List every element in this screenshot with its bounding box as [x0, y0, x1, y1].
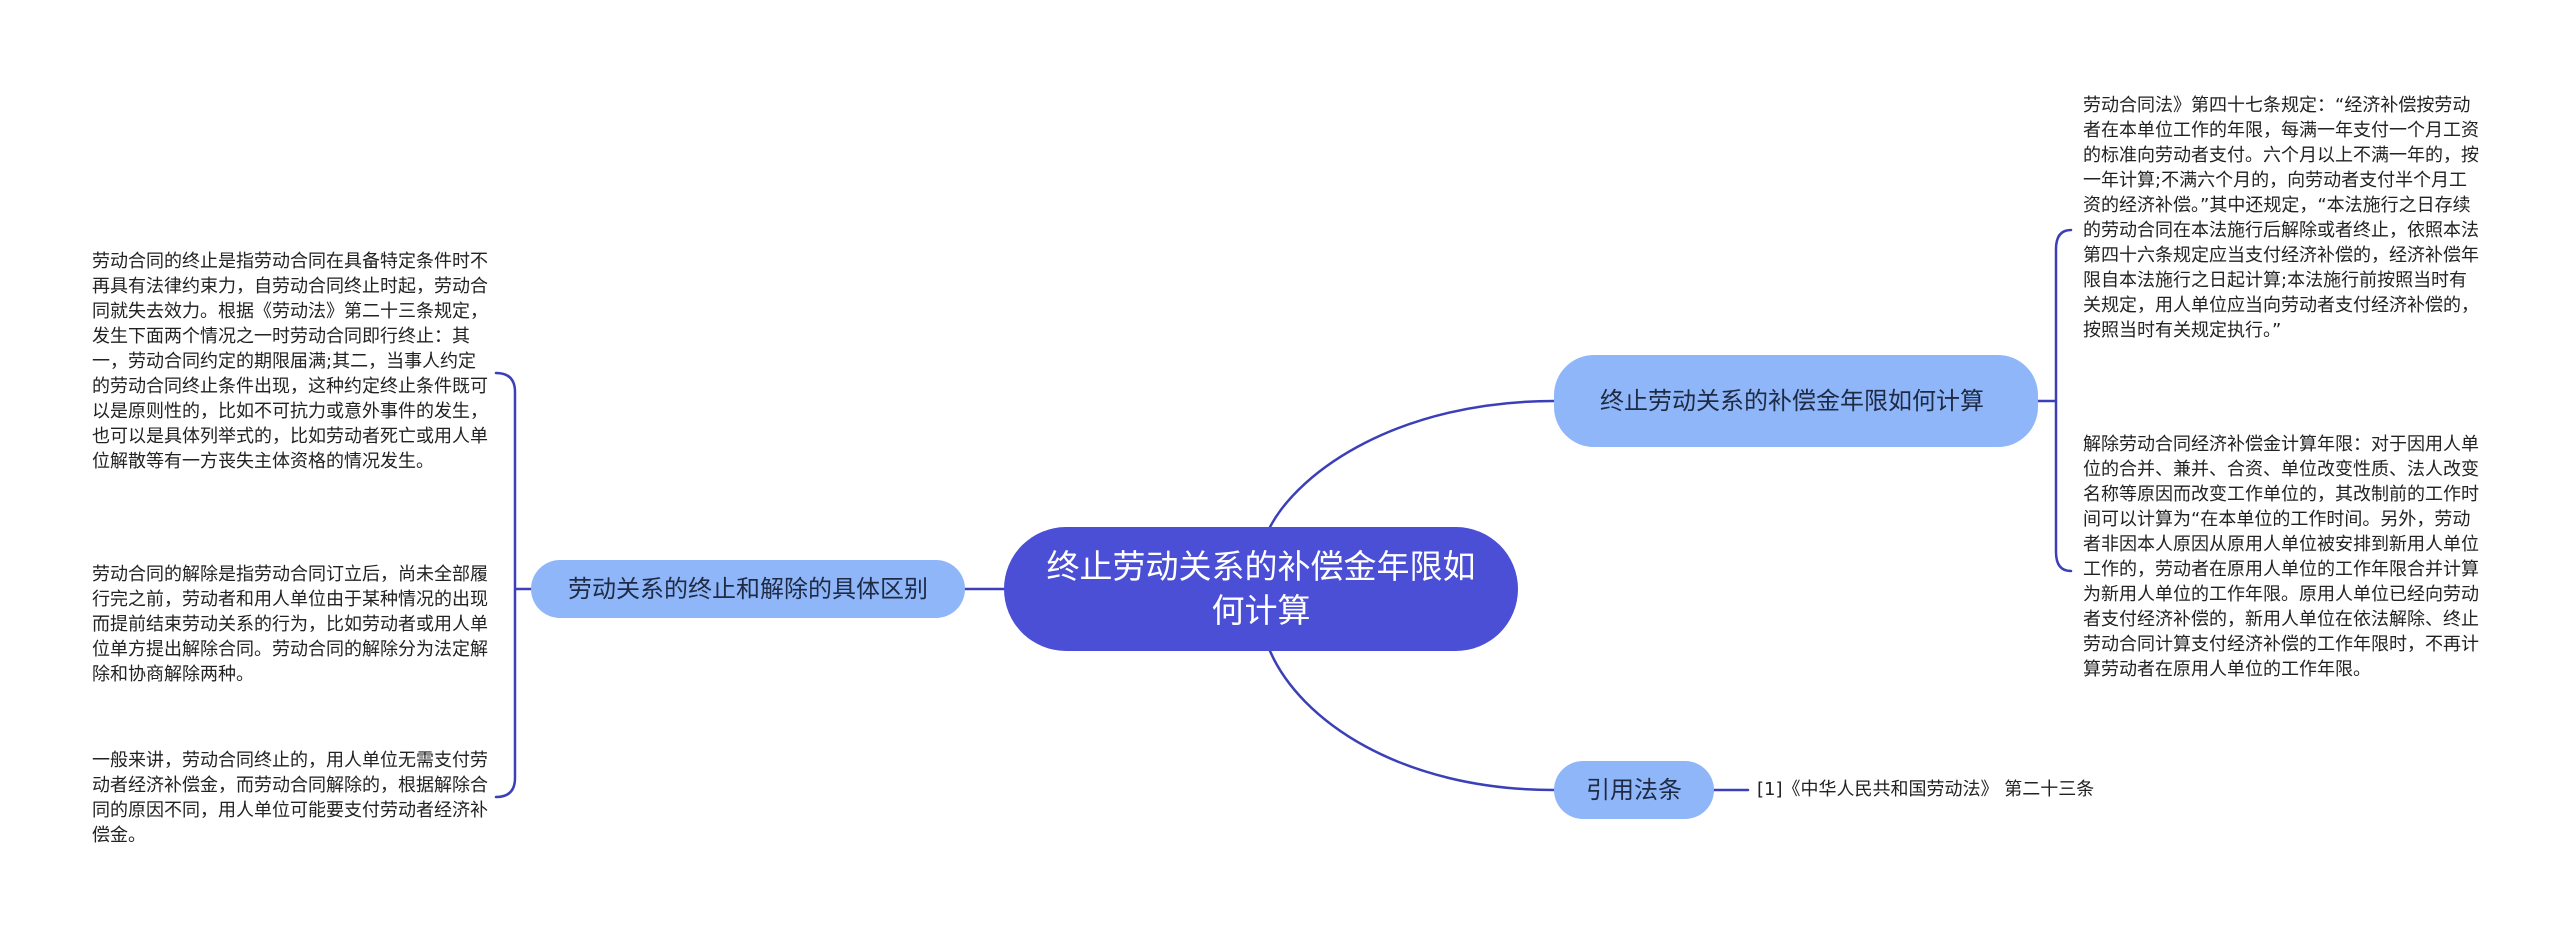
branch-label: 引用法条 [1586, 776, 1682, 804]
leaf-dissolution-definition: 劳动合同的解除是指劳动合同订立后，尚未全部履行完之前，劳动者和用人单位由于某种情… [92, 564, 488, 685]
branch-termination-vs-dissolution[interactable]: 劳动关系的终止和解除的具体区别 [531, 560, 965, 618]
branch-cited-law[interactable]: 引用法条 [1554, 761, 1714, 819]
connector-left-bracket [494, 371, 533, 799]
branch-label: 劳动关系的终止和解除的具体区别 [568, 575, 928, 603]
leaf-article-47: 劳动合同法》第四十七条规定：“经济补偿按劳动者在本单位工作的年限，每满一年支付一… [2083, 95, 2479, 341]
leaf-termination-definition: 劳动合同的终止是指劳动合同在具备特定条件时不再具有法律约束力，自劳动合同终止时起… [92, 251, 488, 472]
central-topic[interactable]: 终止劳动关系的补偿金年限如何计算 [1004, 527, 1518, 651]
central-topic-label: 终止劳动关系的补偿金年限如何计算 [1046, 547, 1476, 630]
branch-label: 终止劳动关系的补偿金年限如何计算 [1600, 387, 1984, 415]
leaf-compensation-difference: 一般来讲，劳动合同终止的，用人单位无需支付劳动者经济补偿金，而劳动合同解除的，根… [92, 750, 488, 846]
connector-right1-bracket [2036, 228, 2073, 573]
connector-root-ref [1268, 649, 1556, 792]
leaf-years-calculation: 解除劳动合同经济补偿金计算年限：对于因用人单位的合并、兼并、合资、单位改变性质、… [2083, 434, 2479, 680]
leaf-law-citation: [1]《中华人民共和国劳动法》 第二十三条 [1757, 779, 2095, 800]
branch-compensation-years[interactable]: 终止劳动关系的补偿金年限如何计算 [1554, 355, 2038, 447]
connector-root-right1 [1268, 399, 1556, 529]
